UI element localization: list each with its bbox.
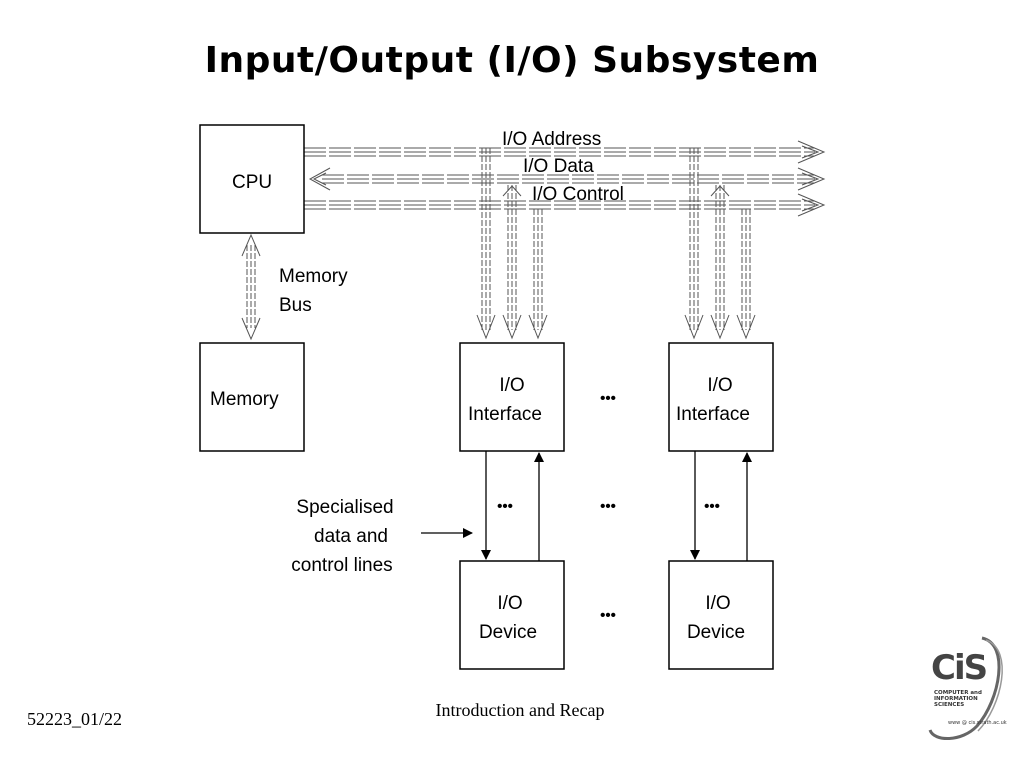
ellipsis-lines-1: ••• <box>497 498 513 515</box>
io-device-2-label-line1: I/O <box>705 593 730 614</box>
cpu-box <box>199 124 305 234</box>
io-interface-2-label-line1: I/O <box>707 375 732 396</box>
io-device-1-label-line2: Device <box>479 622 537 643</box>
io-device-1-box <box>459 560 565 670</box>
memory-bus-arrow <box>241 233 261 341</box>
memory-bus-label-line1: Memory <box>279 266 348 287</box>
io-interface-1-label-line1: I/O <box>499 375 524 396</box>
cpu-label: CPU <box>232 172 272 193</box>
io-interface-1-box <box>459 342 565 452</box>
logo-text-line2: INFORMATION <box>934 696 978 702</box>
io-data-label: I/O Data <box>523 156 594 177</box>
logo-text: COMPUTER and INFORMATION SCIENCES <box>934 690 1004 708</box>
logo-text-line3: SCIENCES <box>934 702 965 708</box>
logo-text-line1: COMPUTER and <box>934 690 982 696</box>
interface-2-bus-taps <box>684 148 756 340</box>
io-device-2-label-line2: Device <box>687 622 745 643</box>
ellipsis-lines-middle: ••• <box>600 498 616 515</box>
io-control-label: I/O Control <box>532 184 624 205</box>
io-control-bus <box>304 193 826 217</box>
slide-code: 52223_01/22 <box>27 709 123 729</box>
logo-swoosh-icon <box>928 636 1003 740</box>
io-address-bus <box>304 140 826 164</box>
logo-mark: CiS <box>931 648 988 688</box>
io-interface-1-label-line2: Interface <box>468 404 542 425</box>
slide-title: Input/Output (I/O) Subsystem <box>204 40 820 81</box>
specialised-label-line1: Specialised <box>296 497 393 518</box>
ellipsis-devices: ••• <box>600 607 616 624</box>
io-interface-2-label-line2: Interface <box>676 404 750 425</box>
io-address-label: I/O Address <box>502 129 601 150</box>
io-device-1-label-line1: I/O <box>497 593 522 614</box>
memory-label: Memory <box>210 389 279 410</box>
io-data-bus <box>308 167 826 191</box>
logo-url: www @ cis.strath.ac.uk <box>948 720 1007 726</box>
ellipsis-lines-2: ••• <box>704 498 720 515</box>
memory-bus-label-line2: Bus <box>279 295 312 316</box>
specialised-label-line3: control lines <box>291 555 392 576</box>
interface-1-bus-taps <box>476 148 548 340</box>
course-title: Introduction and Recap <box>435 700 605 720</box>
memory-box <box>199 342 305 452</box>
io-interface-2-box <box>668 342 774 452</box>
cis-logo: CiS COMPUTER and INFORMATION SCIENCES ww… <box>922 630 1022 750</box>
specialised-label-line2: data and <box>314 526 388 547</box>
io-device-2-box <box>668 560 774 670</box>
ellipsis-interfaces: ••• <box>600 390 616 407</box>
